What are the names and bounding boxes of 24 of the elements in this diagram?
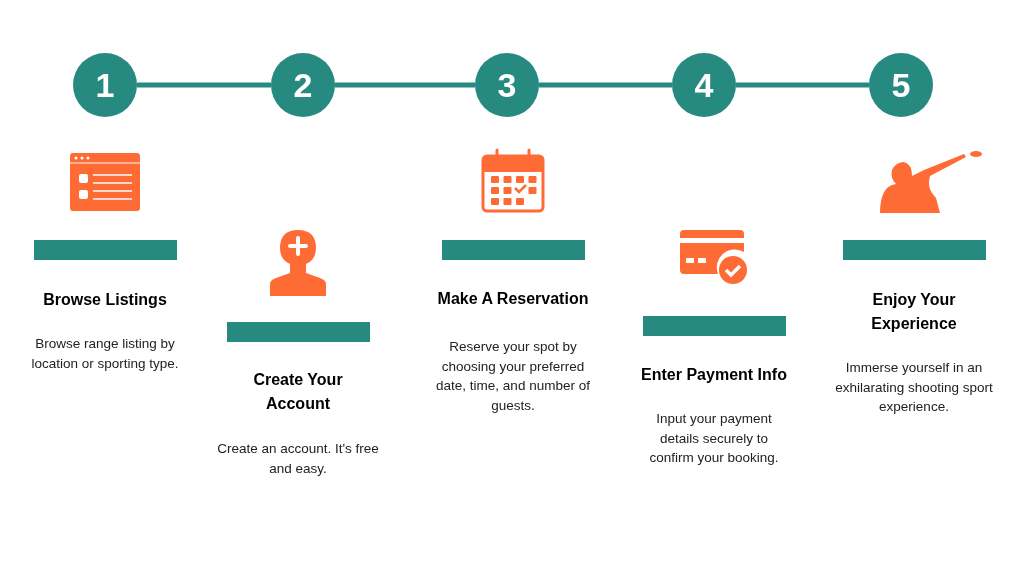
step-title: Enter Payment Info [640, 365, 788, 385]
step-number-circle: 5 [869, 53, 933, 117]
connector-line [335, 82, 475, 88]
connector-line [539, 82, 672, 88]
step-title: Create Your Account [252, 370, 344, 414]
divider-bar [442, 240, 585, 260]
step-title: Browse Listings [42, 290, 168, 310]
step-number-circle: 4 [672, 53, 736, 117]
step-description: Reserve your spot by choosing your preferred date, time, and number of guests. [435, 338, 591, 415]
connector-line [137, 82, 271, 88]
step-description: Create an account. It's free and easy. [216, 440, 380, 478]
step-description: Immerse yourself in an exhilarating shooting sport experience. [834, 359, 994, 416]
step-title: Make A Reservation [436, 289, 590, 309]
step-description: Input your payment details securely to confirm your booking. [648, 410, 780, 467]
step-number-circle: 2 [271, 53, 335, 117]
divider-bar [843, 240, 986, 260]
connector-line [736, 82, 869, 88]
divider-bar [34, 240, 177, 260]
step-description: Browse range listing by location or sporting type. [30, 335, 180, 373]
divider-bar [227, 322, 370, 342]
step-number-circle: 1 [73, 53, 137, 117]
divider-bar [643, 316, 786, 336]
step-title: Enjoy Your Experience [870, 290, 958, 334]
step-number-circle: 3 [475, 53, 539, 117]
